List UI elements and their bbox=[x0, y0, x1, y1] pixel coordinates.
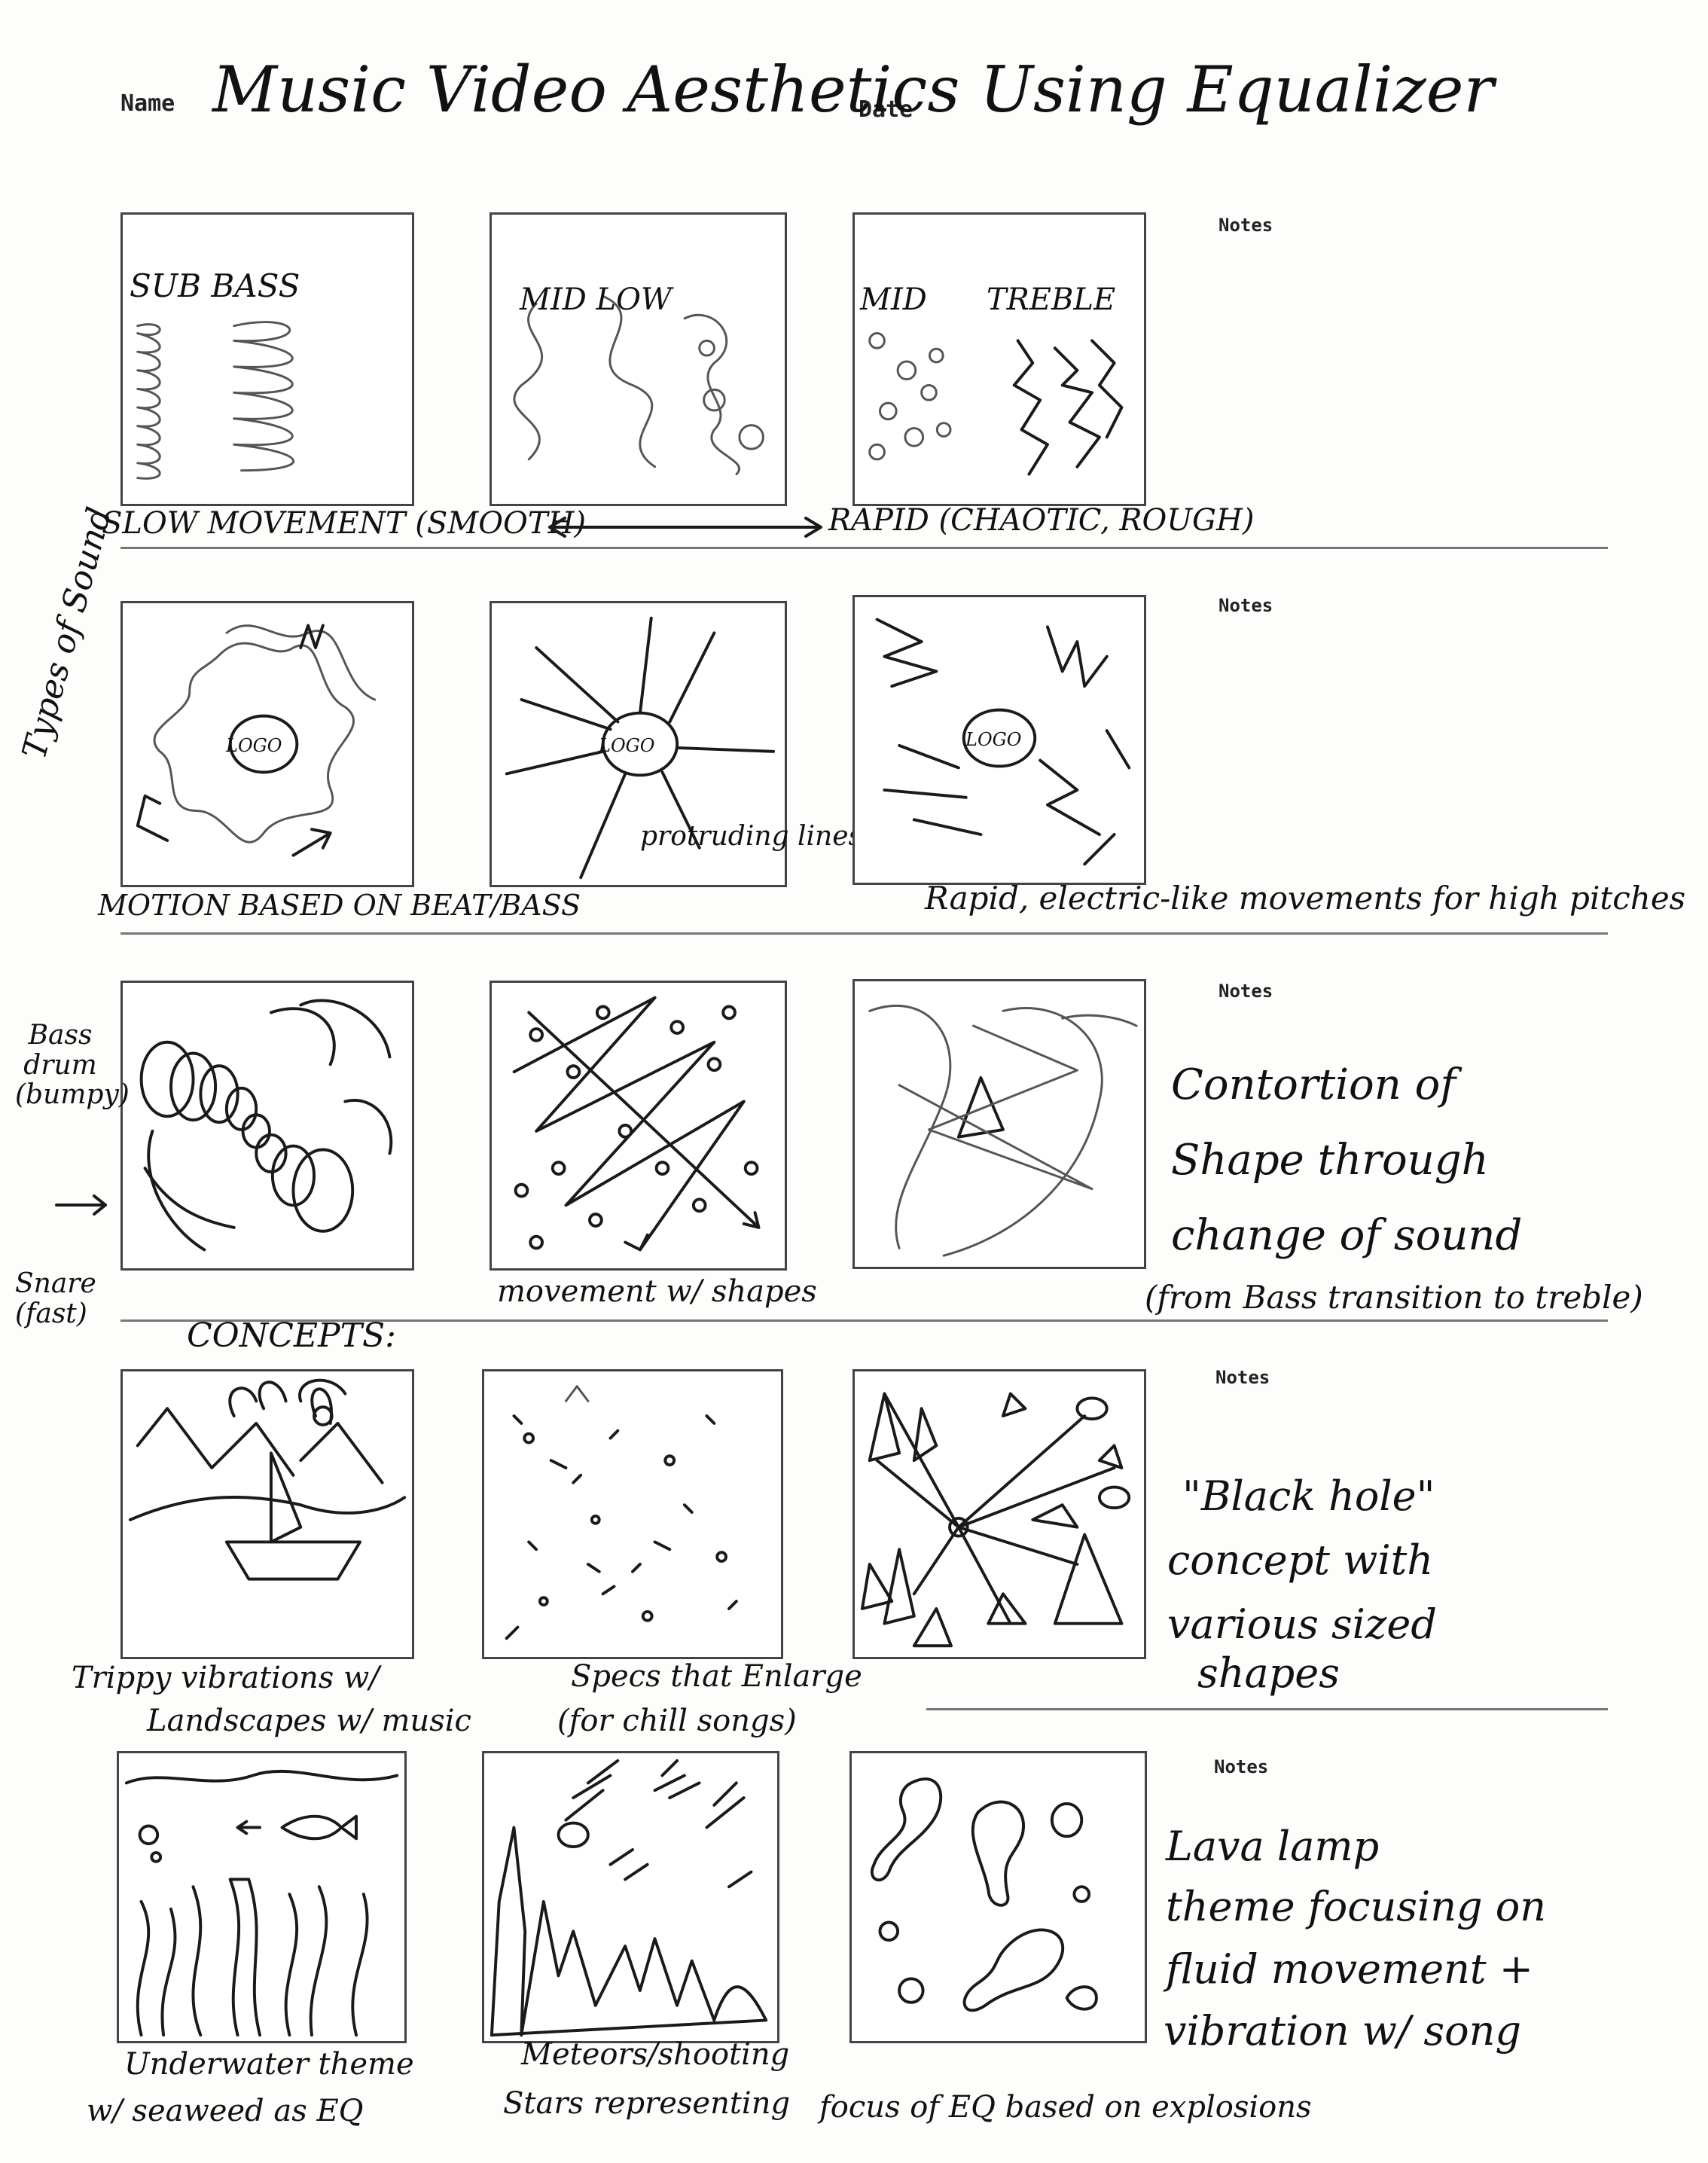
logo-electric-sketch bbox=[875, 618, 1131, 866]
notes-black-hole-3: various sized bbox=[1167, 1600, 1437, 1648]
notes-lava-4: vibration w/ song bbox=[1164, 2007, 1521, 2055]
notes-black-hole-2: concept with bbox=[1167, 1536, 1434, 1584]
row-divider-4 bbox=[926, 1708, 1608, 1710]
sketch-frame-contortion[interactable] bbox=[852, 979, 1146, 1269]
mid-treble-sketch bbox=[868, 332, 1124, 476]
notes-contortion-4: (from Bass transition to treble) bbox=[1145, 1279, 1643, 1316]
lava-lamp-sketch bbox=[871, 1777, 1098, 2012]
caption-slow-movement: SLOW MOVEMENT (SMOOTH) bbox=[102, 506, 586, 541]
side-label-bass-drum: Bass drum (bumpy) bbox=[15, 1020, 130, 1111]
caption-movement-shapes: movement w/ shapes bbox=[497, 1274, 817, 1309]
notes-lava-3: fluid movement + bbox=[1166, 1945, 1534, 1993]
caption-meteors-3: focus of EQ based on explosions bbox=[819, 2090, 1312, 2125]
notes-label-2: Notes bbox=[1218, 595, 1273, 616]
sketch-frame-landscape[interactable] bbox=[120, 1369, 414, 1659]
label-mid-low: MID LOW bbox=[520, 282, 673, 317]
contortion-sketch bbox=[868, 1005, 1138, 1257]
caption-trippy-1: Trippy vibrations w/ bbox=[72, 1661, 380, 1695]
caption-meteors-2: Stars representing bbox=[503, 2086, 791, 2121]
sketch-frame-mid-treble[interactable] bbox=[852, 212, 1146, 506]
caption-underwater-2: w/ seaweed as EQ bbox=[87, 2094, 364, 2128]
row-divider-3 bbox=[120, 1319, 1608, 1322]
arrow-right-icon bbox=[55, 1194, 107, 1216]
bass-drum-sketch bbox=[139, 999, 393, 1252]
row-divider-2 bbox=[120, 932, 1608, 935]
side-label-snare: Snare (fast) bbox=[15, 1268, 96, 1329]
specs-sketch bbox=[505, 1385, 738, 1640]
notes-black-hole-4: shapes bbox=[1197, 1649, 1340, 1697]
caption-motion-beat: MOTION BASED ON BEAT/BASS bbox=[98, 889, 581, 922]
sketch-frame-mid-low[interactable] bbox=[490, 212, 787, 506]
notes-contortion-2: Shape through bbox=[1171, 1136, 1489, 1185]
sketch-frame-sub-bass[interactable] bbox=[120, 212, 414, 506]
sketch-frame-shapes-movement[interactable] bbox=[490, 981, 787, 1271]
mid-low-sketch bbox=[513, 294, 764, 476]
sketch-frame-logo-wave[interactable] bbox=[120, 601, 414, 887]
caption-specs-2: (for chill songs) bbox=[557, 1704, 797, 1738]
notes-contortion-1: Contortion of bbox=[1171, 1060, 1456, 1109]
sketch-frame-bass-drum[interactable] bbox=[120, 981, 414, 1271]
logo-label-3: LOGO bbox=[965, 729, 1022, 750]
notes-label-1: Notes bbox=[1218, 215, 1273, 236]
section-label-concepts: CONCEPTS: bbox=[187, 1316, 396, 1355]
double-arrow-icon bbox=[548, 517, 822, 538]
notes-lava-2: theme focusing on bbox=[1166, 1883, 1547, 1930]
caption-meteors-1: Meteors/shooting bbox=[521, 2037, 790, 2072]
notes-label-4: Notes bbox=[1215, 1367, 1270, 1388]
sub-bass-sketch bbox=[136, 321, 295, 480]
logo-label-2: LOGO bbox=[599, 735, 655, 756]
sketch-frame-underwater[interactable] bbox=[117, 1751, 407, 2043]
label-treble: TREBLE bbox=[987, 282, 1116, 317]
shapes-movement-sketch bbox=[512, 996, 761, 1252]
caption-rapid: RAPID (CHAOTIC, ROUGH) bbox=[828, 503, 1255, 538]
side-label-types-of-sound: Types of Sound bbox=[15, 503, 120, 764]
annotation-protruding-lines: protruding lines bbox=[640, 821, 863, 852]
caption-trippy-2: Landscapes w/ music bbox=[147, 1704, 471, 1738]
date-label: Date bbox=[859, 96, 913, 123]
name-label: Name bbox=[120, 90, 175, 117]
label-sub: SUB BASS bbox=[130, 267, 300, 304]
landscape-sketch bbox=[128, 1378, 407, 1581]
caption-underwater-1: Underwater theme bbox=[124, 2047, 414, 2082]
sketch-frame-logo-sun[interactable] bbox=[490, 601, 787, 887]
notes-label-3: Notes bbox=[1218, 981, 1273, 1002]
underwater-sketch bbox=[124, 1769, 399, 2037]
sketch-frame-specs[interactable] bbox=[482, 1369, 783, 1659]
logo-wave-sketch bbox=[136, 624, 377, 857]
notes-black-hole-1: "Black hole" bbox=[1182, 1472, 1435, 1520]
black-hole-sketch bbox=[860, 1392, 1131, 1648]
row-divider-1 bbox=[120, 547, 1608, 549]
sketch-frame-lava-lamp[interactable] bbox=[849, 1751, 1147, 2043]
sketch-frame-meteors[interactable] bbox=[482, 1751, 779, 2043]
logo-sun-sketch bbox=[505, 616, 776, 880]
sketch-frame-logo-electric[interactable] bbox=[852, 595, 1146, 885]
notes-contortion-3: change of sound bbox=[1171, 1211, 1523, 1260]
caption-rapid-electric: Rapid, electric-like movements for high … bbox=[925, 880, 1686, 917]
notes-label-5: Notes bbox=[1214, 1756, 1269, 1777]
logo-label-1: LOGO bbox=[226, 735, 282, 756]
notes-lava-1: Lava lamp bbox=[1166, 1823, 1380, 1870]
sketch-frame-black-hole[interactable] bbox=[852, 1369, 1146, 1659]
page-title[interactable]: Music Video Aesthetics Using Equalizer bbox=[212, 53, 1494, 127]
caption-specs-1: Specs that Enlarge bbox=[571, 1659, 862, 1694]
meteors-sketch bbox=[490, 1759, 768, 2037]
label-mid: MID bbox=[860, 282, 927, 317]
